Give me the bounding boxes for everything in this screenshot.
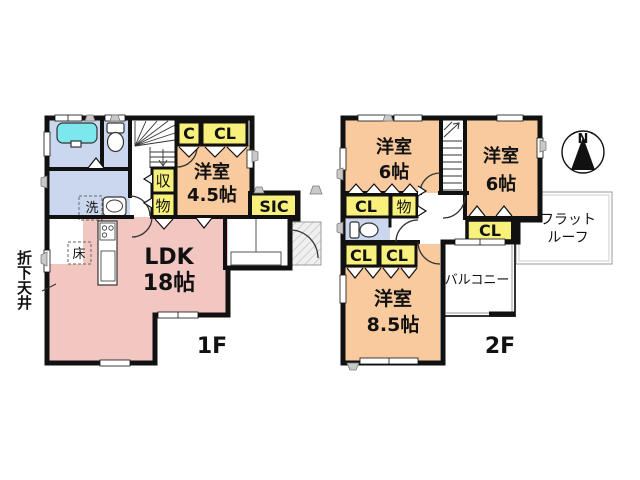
label-storage-2f: 物 bbox=[396, 198, 411, 216]
entrance-porch bbox=[288, 221, 322, 266]
room-ldk bbox=[47, 217, 228, 363]
compass: N bbox=[561, 130, 605, 174]
label-floor2: 2F bbox=[485, 334, 515, 359]
label-closet-ne: CL bbox=[479, 221, 501, 240]
compass-north-label: N bbox=[578, 132, 589, 147]
label-balcony: バルコニー bbox=[445, 273, 510, 288]
bathtub-handle bbox=[70, 140, 82, 148]
bathtub bbox=[56, 122, 98, 144]
compass-needle-icon bbox=[571, 137, 595, 170]
label-closet-c: C bbox=[183, 124, 195, 143]
toilet-tank-1f bbox=[106, 122, 125, 134]
room-bedroom-ne bbox=[465, 120, 538, 218]
label-bedroom45-size: 4.5帖 bbox=[187, 184, 237, 206]
ceiling-note-leader bbox=[41, 283, 57, 292]
floor2-fixtures bbox=[349, 221, 379, 239]
washer-space bbox=[78, 195, 103, 221]
floor-heating-mark-box bbox=[67, 241, 92, 265]
label-bedroom-s-name: 洋室 bbox=[374, 287, 412, 310]
label-bedroom-nw-size: 6帖 bbox=[379, 161, 410, 183]
label-bedroom-ne-size: 6帖 bbox=[486, 173, 517, 195]
floor1-fixtures bbox=[56, 122, 282, 286]
label-bedroom-ne-name: 洋室 bbox=[483, 145, 519, 167]
walls-1f bbox=[44, 115, 301, 366]
stairs-1f bbox=[134, 120, 176, 168]
label-ldk-size: 18帖 bbox=[143, 271, 196, 296]
kitchen-sink bbox=[100, 250, 116, 282]
label-storage-bottom: 物 bbox=[155, 197, 170, 215]
label-floor1: 1F bbox=[197, 334, 227, 359]
label-closet-w: CL bbox=[355, 197, 377, 216]
toilet-tank-2f bbox=[349, 221, 360, 239]
vent-markers bbox=[40, 114, 547, 371]
floor1-labels: C CL 洋室 4.5帖 収 物 SIC 洗 床 LDK 18帖 1F 折下天井 bbox=[15, 124, 289, 359]
toilet-bowl-1f bbox=[106, 131, 125, 153]
kitchen-counter bbox=[97, 220, 118, 286]
balcony-area bbox=[443, 242, 516, 317]
label-bedroom-nw-name: 洋室 bbox=[376, 136, 412, 158]
label-closet-s1: CL bbox=[350, 246, 372, 265]
label-flat-roof-2: ルーフ bbox=[547, 230, 588, 246]
vanity-bowl bbox=[106, 199, 123, 213]
label-laundry: 洗 bbox=[85, 201, 98, 216]
label-closet-cl: CL bbox=[214, 124, 236, 143]
entrance-step bbox=[230, 251, 282, 266]
floor2-labels: 洋室 6帖 洋室 6帖 CL 物 CL CL CL 洋室 8.5帖 バルコニー … bbox=[350, 136, 596, 359]
closet-c-box bbox=[176, 120, 202, 147]
label-sic: SIC bbox=[259, 197, 288, 216]
label-closet-s2: CL bbox=[386, 246, 408, 265]
stairs-2f bbox=[443, 121, 462, 191]
closet-cl-box bbox=[200, 120, 249, 147]
label-flat-roof-1: フラット bbox=[540, 212, 596, 228]
kitchen-stove bbox=[99, 222, 116, 241]
room-bedroom-nw bbox=[345, 120, 441, 193]
closet-door-markers bbox=[87, 146, 513, 279]
label-floor-mark: 床 bbox=[72, 247, 85, 262]
label-ceiling-note: 折下天井 bbox=[15, 249, 33, 311]
label-bedroom-s-size: 8.5帖 bbox=[367, 313, 420, 336]
label-storage-top: 収 bbox=[155, 172, 170, 190]
toilet-bowl-2f bbox=[359, 222, 379, 238]
kitchen-floor-nook bbox=[47, 219, 83, 264]
label-bedroom45-name: 洋室 bbox=[194, 161, 230, 183]
label-ldk-name: LDK bbox=[144, 245, 194, 270]
floor2-rooms bbox=[343, 120, 538, 361]
